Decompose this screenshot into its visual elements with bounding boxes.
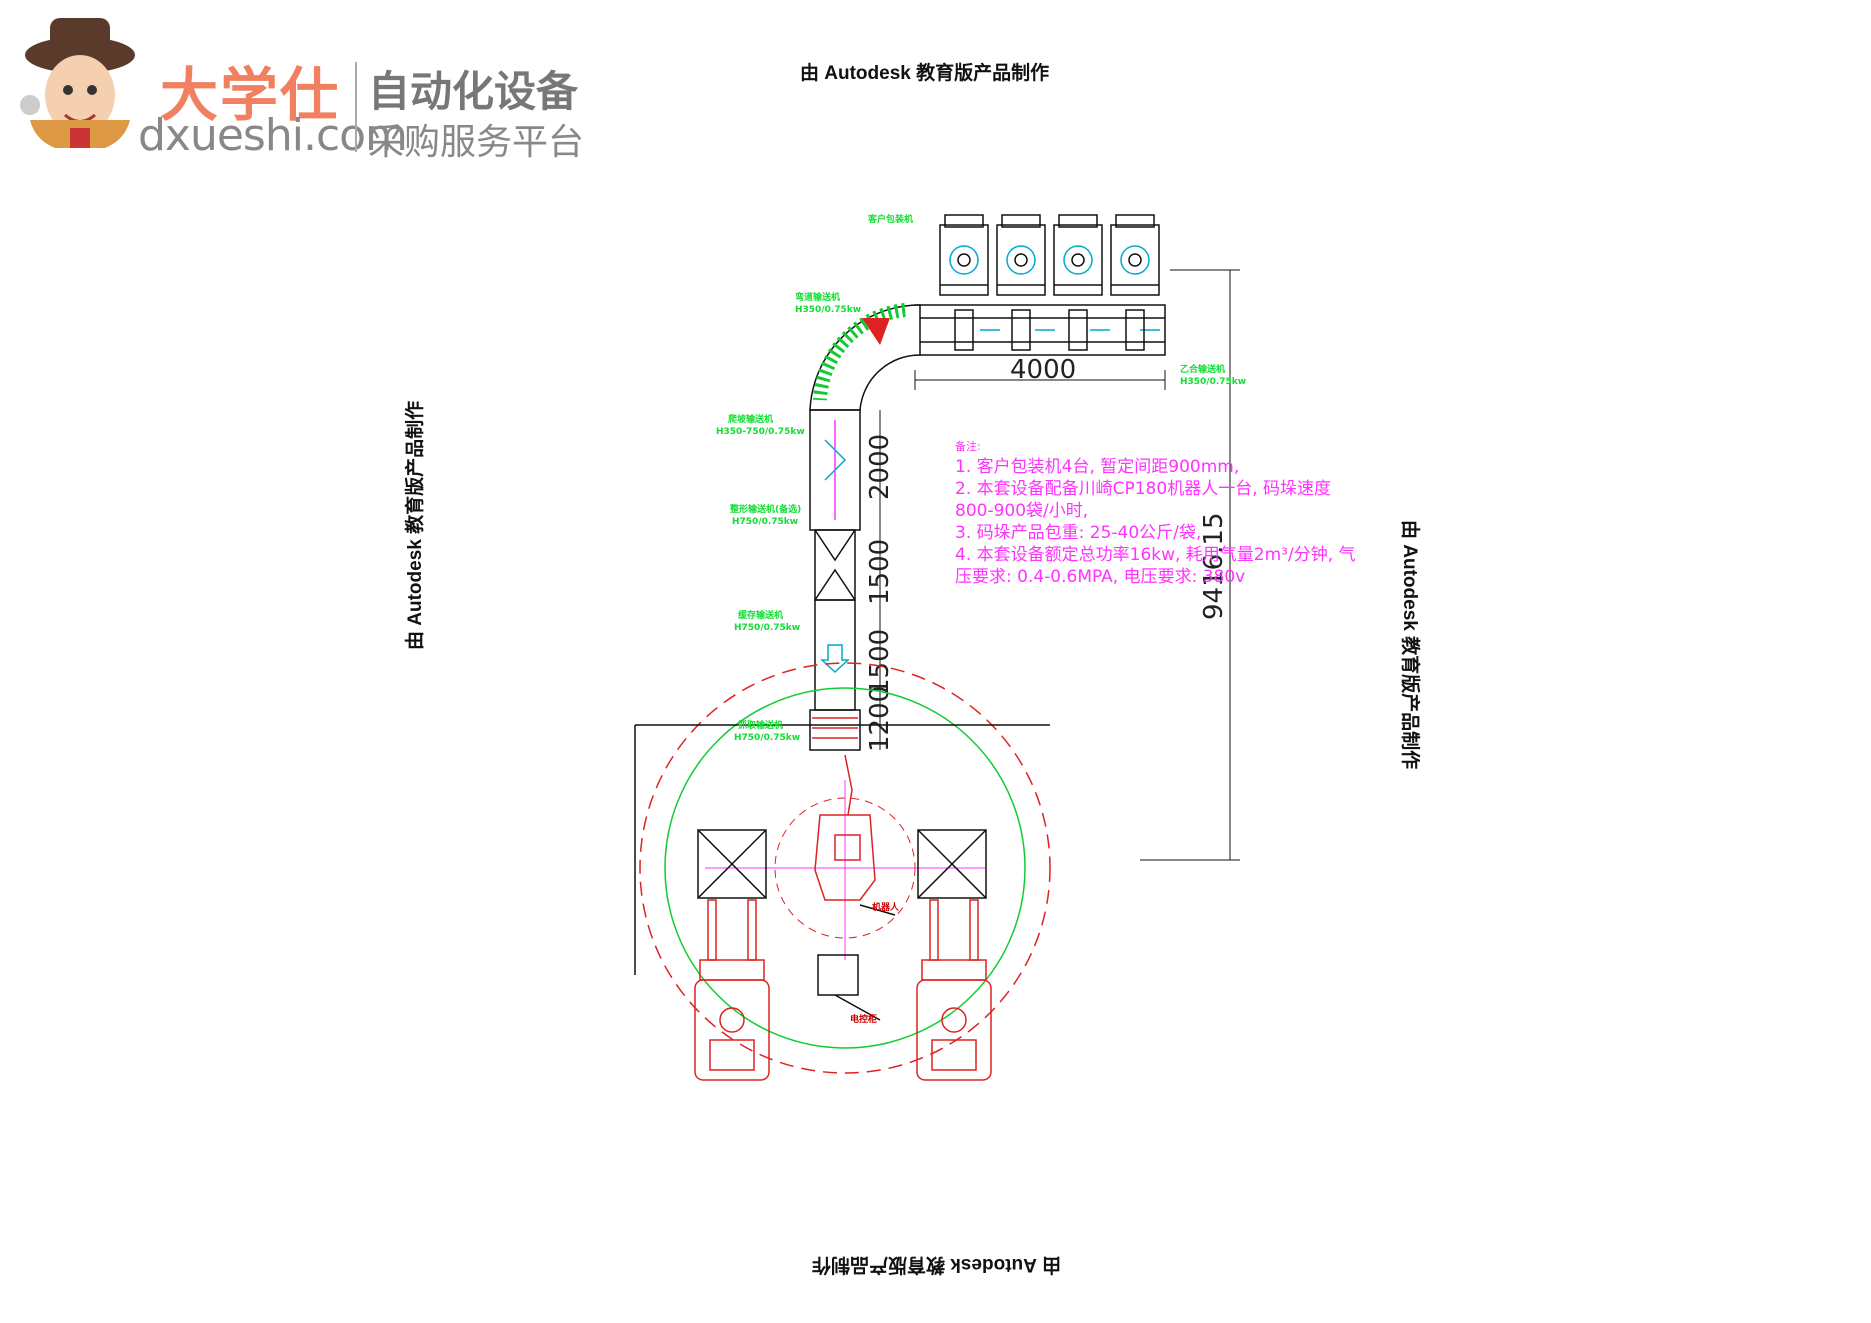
notes-line6: 压要求: 0.4-0.6MPA, 电压要求: 380v (955, 567, 1245, 587)
label-grab-spec: H750/0.75kw (734, 733, 800, 743)
brand-logo: 大学仕 dxueshi.com 自动化设备 采购服务平台 (10, 10, 600, 163)
vertical-conveyors (809, 409, 861, 751)
dim-2000: 2000 (865, 434, 895, 500)
logo-divider (355, 62, 357, 152)
label-customer-machines: 客户包装机 (867, 213, 913, 225)
pallets (697, 829, 987, 899)
notes-line3: 800-900袋/小时, (955, 501, 1088, 521)
mascot-icon (20, 18, 135, 148)
label-grab-conveyor: 抓取输送机 (738, 719, 783, 731)
label-buffer-conveyor: 缓存输送机 (738, 609, 783, 621)
dim-1500b: 1500 (865, 629, 895, 695)
label-shaping-spec: H750/0.75kw (732, 517, 798, 527)
notes-line5: 4. 本套设备额定总功率16kw, 耗用气量2m³/分钟, 气 (955, 545, 1356, 565)
packaging-machine (996, 214, 1046, 296)
label-incline-conveyor: 爬坡输送机 (727, 413, 773, 425)
control-cabinet (817, 954, 881, 1021)
dimension-lines (879, 269, 1240, 861)
dim-4000: 4000 (1010, 355, 1076, 385)
label-line-conveyor: 乙合输送机 (1180, 363, 1225, 375)
notes-line1: 1. 客户包装机4台, 暂定间距900mm, (955, 457, 1239, 477)
watermark-top: 由 Autodesk 教育版产品制作 (800, 63, 1050, 84)
label-curve-conveyor: 弯道输送机 (795, 291, 840, 303)
notes-block: 备注: 1. 客户包装机4台, 暂定间距900mm, 2. 本套设备配备川崎CP… (955, 439, 1356, 587)
packaging-machine (939, 214, 989, 296)
label-shaping-conveyor: 整形输送机(备选) (729, 503, 801, 515)
notes-line2: 2. 本套设备配备川崎CP180机器人一台, 码垛速度 (955, 479, 1331, 499)
dim-9416: 9416.15 (1199, 512, 1229, 620)
robot-workcell (634, 662, 1051, 1074)
brand-name: 大学仕 (160, 61, 341, 129)
customer-packaging-machines (939, 214, 1160, 296)
palletizer-machines (694, 899, 992, 1081)
notes-title: 备注: (955, 439, 981, 453)
brand-url: dxueshi.com (138, 110, 408, 161)
packaging-machine (1053, 214, 1103, 296)
dim-1500a: 1500 (865, 539, 895, 605)
label-incline-spec: H350-750/0.75kw (716, 427, 805, 437)
notes-line4: 3. 码垛产品包重: 25-40公斤/袋, (955, 523, 1201, 543)
label-buffer-spec: H750/0.75kw (734, 623, 800, 633)
label-robot: 机器人 (872, 901, 900, 913)
curve-conveyor (809, 303, 921, 411)
line-conveyor (914, 304, 1166, 356)
label-cabinet: 电控柜 (850, 1013, 877, 1025)
label-curve-spec: H350/0.75kw (795, 305, 861, 315)
robot (814, 754, 896, 916)
tagline-line2: 采购服务平台 (368, 122, 585, 163)
packaging-machine (1110, 214, 1160, 296)
dim-1200: 1200 (865, 686, 895, 752)
label-line-spec: H350/0.75kw (1180, 377, 1246, 387)
tagline-line1: 自动化设备 (368, 67, 579, 116)
